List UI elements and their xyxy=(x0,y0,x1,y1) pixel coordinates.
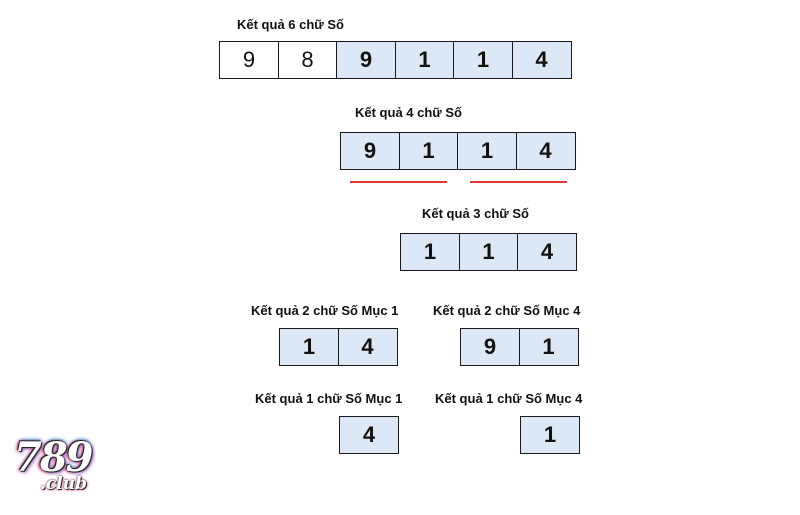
digit-cell-highlighted: 9 xyxy=(340,132,400,170)
logo-number: 789 xyxy=(14,434,93,481)
two-digit-m4-row: 9 1 xyxy=(460,328,579,366)
one-digit-m1-title: Kết quả 1 chữ Số Mục 1 xyxy=(255,391,403,406)
digit-cell-highlighted: 4 xyxy=(337,328,398,366)
pair-underline-right xyxy=(470,181,567,183)
two-digit-m1-title: Kết quả 2 chữ Số Mục 1 xyxy=(251,303,399,318)
one-digit-m1-row: 4 xyxy=(339,416,399,454)
digit-cell-highlighted: 1 xyxy=(458,233,519,271)
one-digit-m4-row: 1 xyxy=(520,416,580,454)
six-digit-title: Kết quả 6 chữ Số xyxy=(237,17,344,32)
digit-cell-highlighted: 9 xyxy=(460,328,520,366)
digit-cell: 8 xyxy=(277,41,338,79)
three-digit-title: Kết quả 3 chữ Số xyxy=(422,206,529,221)
four-digit-title: Kết quả 4 chữ Số xyxy=(355,105,462,120)
digit-cell-highlighted: 1 xyxy=(400,233,460,271)
digit-cell-highlighted: 1 xyxy=(398,132,459,170)
six-digit-row: 9 8 9 1 1 4 xyxy=(219,41,572,79)
digit-cell-highlighted: 4 xyxy=(511,41,572,79)
two-digit-m4-title: Kết quả 2 chữ Số Mục 4 xyxy=(433,303,581,318)
digit-cell-highlighted: 1 xyxy=(457,132,517,170)
digit-cell-highlighted: 4 xyxy=(339,416,399,454)
digit-cell-highlighted: 1 xyxy=(394,41,455,79)
brand-logo: 789 .club xyxy=(14,434,104,500)
four-digit-row: 9 1 1 4 xyxy=(340,132,576,170)
one-digit-m4-title: Kết quả 1 chữ Số Mục 4 xyxy=(435,391,583,406)
digit-cell-highlighted: 1 xyxy=(279,328,339,366)
digit-cell-highlighted: 4 xyxy=(517,233,577,271)
three-digit-row: 1 1 4 xyxy=(400,233,577,271)
pair-underline-left xyxy=(350,181,447,183)
digit-cell-highlighted: 4 xyxy=(515,132,576,170)
digit-cell-highlighted: 1 xyxy=(520,416,580,454)
logo-club: .club xyxy=(40,474,87,494)
digit-cell: 9 xyxy=(219,41,279,79)
digit-cell-highlighted: 1 xyxy=(453,41,513,79)
digit-cell-highlighted: 1 xyxy=(518,328,579,366)
two-digit-m1-row: 1 4 xyxy=(279,328,398,366)
digit-cell-highlighted: 9 xyxy=(336,41,396,79)
